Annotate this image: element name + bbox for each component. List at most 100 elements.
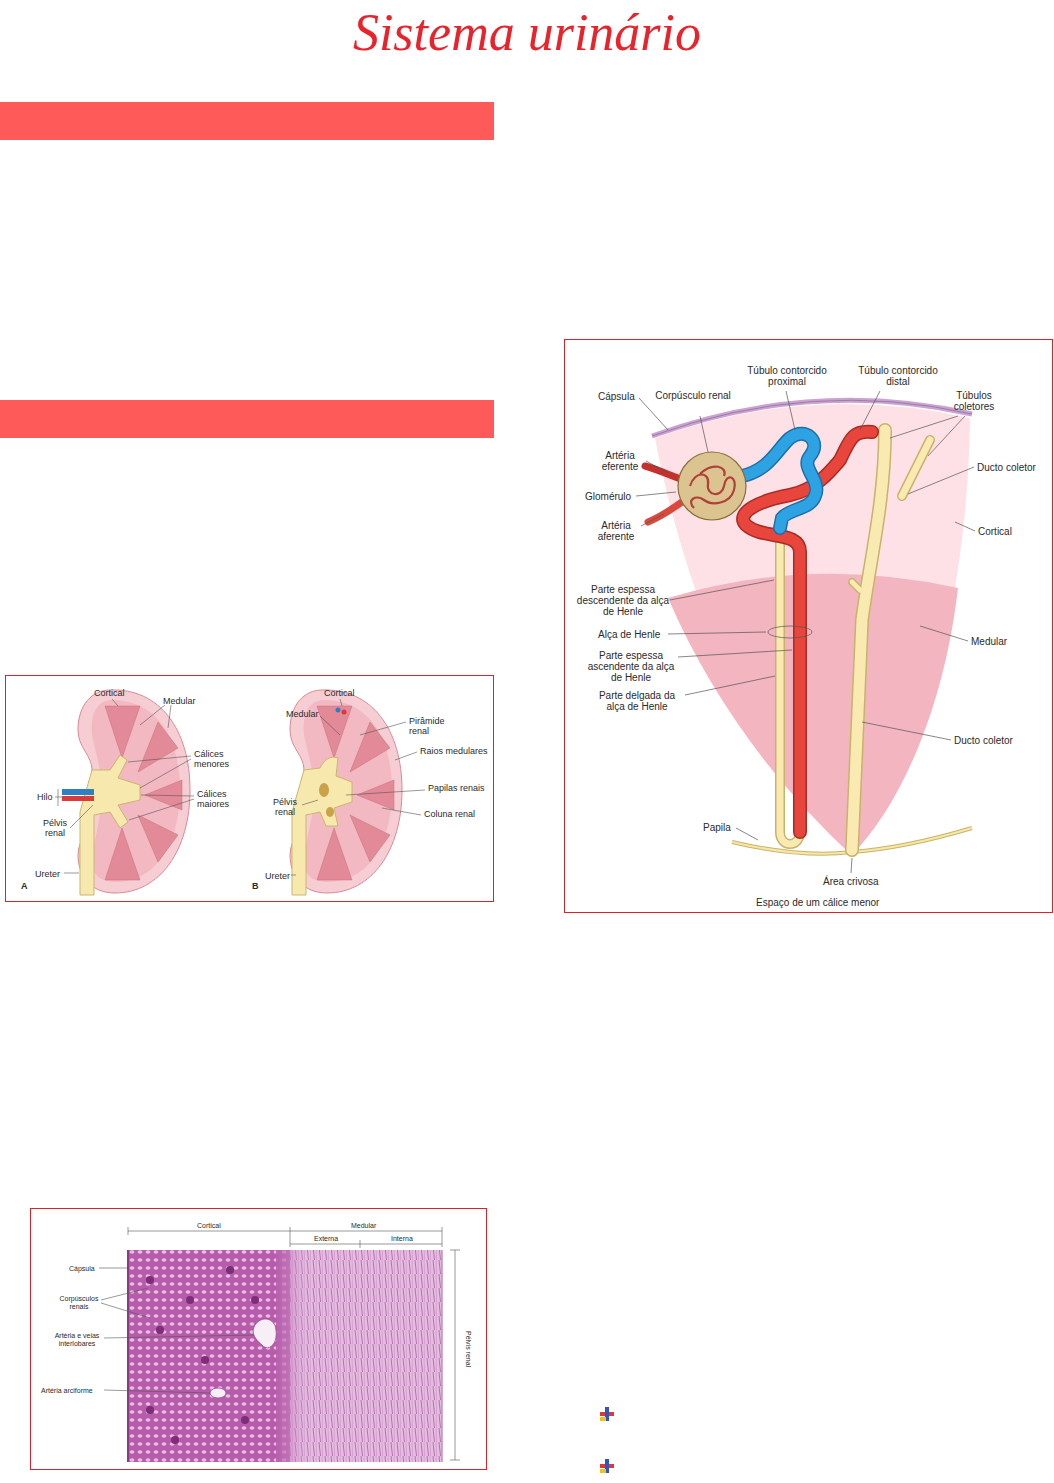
figure-label: Raios medulares — [420, 747, 488, 757]
kidney-illustration — [326, 807, 334, 817]
leader-line — [639, 398, 668, 430]
nephron-illustration — [742, 434, 816, 528]
leader-line — [382, 808, 421, 815]
leader-line — [302, 800, 318, 805]
leader-line — [636, 492, 676, 496]
kidney-illustration — [350, 722, 390, 772]
nephron-illustration — [678, 452, 746, 520]
figure-label: Ureter — [35, 870, 60, 880]
section-bar — [0, 102, 494, 140]
kidney-illustration — [336, 708, 341, 713]
nephron-illustration — [655, 404, 970, 855]
kidney-illustration — [292, 757, 352, 895]
histology-section — [156, 1326, 164, 1334]
histology-section — [127, 1250, 129, 1462]
figure-label: B — [252, 882, 259, 892]
figure-label: Pélvis renal — [269, 798, 301, 818]
figure-label: Medular — [351, 1222, 376, 1230]
leader-line — [685, 676, 775, 695]
figure-label: Cortical — [197, 1222, 221, 1230]
figure-label: Pirâmide renal — [409, 717, 455, 737]
kidney-illustration — [357, 780, 394, 810]
leader-line — [678, 650, 792, 657]
section-bar — [0, 400, 494, 438]
figure-label: Ducto coletor — [954, 735, 1013, 746]
figure-label: Externa — [314, 1235, 338, 1243]
nephron-illustration — [852, 430, 885, 850]
figure-label: Espaço de um cálice menor — [756, 897, 879, 908]
leader-line — [360, 722, 406, 735]
kidney-illustration — [317, 706, 352, 758]
figure-label: Parte delgada da alça de Henle — [589, 690, 685, 712]
histology-section — [290, 1250, 442, 1462]
figure-label: Ducto coletor — [977, 462, 1036, 473]
leader-line — [128, 756, 191, 788]
kidney-illustration — [319, 783, 329, 797]
leader-line — [99, 1268, 128, 1269]
dimension-bracket — [450, 1250, 460, 1460]
figure-label: Interna — [391, 1235, 413, 1243]
leader-line — [340, 699, 342, 706]
nephron-illustration — [852, 430, 885, 850]
leader-line — [646, 461, 668, 473]
histology-section — [146, 1276, 154, 1284]
leader-line — [920, 626, 968, 641]
figure-label: Hilo — [37, 793, 53, 803]
histology-section — [171, 1436, 179, 1444]
figure-label: Cálices maiores — [197, 790, 239, 810]
kidney-illustration — [350, 815, 390, 862]
kidney-illustration — [62, 796, 94, 801]
leader-line — [346, 790, 425, 795]
leader-line — [700, 416, 708, 452]
leader-line — [395, 752, 417, 760]
histology-section — [276, 1250, 312, 1462]
figure-label: Ureter — [265, 872, 290, 882]
figure-label: Artéria e veias interlobares — [49, 1332, 105, 1347]
histology-section — [441, 1250, 443, 1462]
leader-line — [140, 705, 171, 728]
figure-label: Parte espessa ascendente da alça de Henl… — [583, 650, 679, 683]
figure-label: Papila — [703, 822, 731, 833]
figure-label: Túbulo contorcido distal — [850, 365, 946, 387]
leader-line — [641, 514, 664, 526]
figure-label: Coluna renal — [424, 810, 475, 820]
nephron-illustration — [668, 574, 958, 855]
nephron-illustration — [690, 467, 735, 508]
bullet-icon — [600, 1417, 606, 1421]
histology-section — [241, 1416, 249, 1424]
leader-line — [736, 828, 758, 840]
figure-label: Glomérulo — [585, 491, 631, 502]
histology-section — [251, 1296, 259, 1304]
figure-label: Artéria arciforme — [41, 1387, 93, 1395]
leader-line — [70, 805, 93, 828]
figure-label: Túbulo contorcido proximal — [739, 365, 835, 387]
nephron-illustration — [852, 582, 860, 590]
figure-panel: Túbulo contorcido proximal Túbulo contorc… — [564, 339, 1053, 913]
kidney-illustration — [62, 789, 94, 795]
nephron-illustration — [902, 440, 930, 496]
leader-line — [129, 795, 194, 820]
figure-label: Cápsula — [598, 391, 635, 402]
page-title: Sistema urinário — [0, 4, 1054, 61]
kidney-illustration — [138, 815, 178, 862]
leader-line — [99, 1268, 254, 1393]
figure-label: Área crivosa — [823, 876, 879, 887]
figure-label: Papilas renais — [428, 784, 485, 794]
leader-line — [851, 858, 852, 873]
leader-line — [104, 1390, 210, 1393]
histology-section — [253, 1319, 276, 1348]
histology-section — [226, 1266, 234, 1274]
figure-label: Cálices menores — [194, 750, 236, 770]
kidney-illustration — [342, 710, 347, 715]
kidney-illustration — [317, 828, 352, 880]
figure-label: A — [21, 882, 28, 892]
figure-label: Artéria aferente — [591, 520, 641, 542]
leader-line — [636, 391, 975, 873]
leader-line — [670, 580, 774, 600]
leader-line — [291, 875, 296, 876]
nephron-illustration — [742, 430, 930, 850]
leader-line — [64, 873, 79, 874]
leader-line — [955, 522, 975, 531]
leader-line — [786, 391, 795, 430]
section-bar — [0, 102, 494, 438]
